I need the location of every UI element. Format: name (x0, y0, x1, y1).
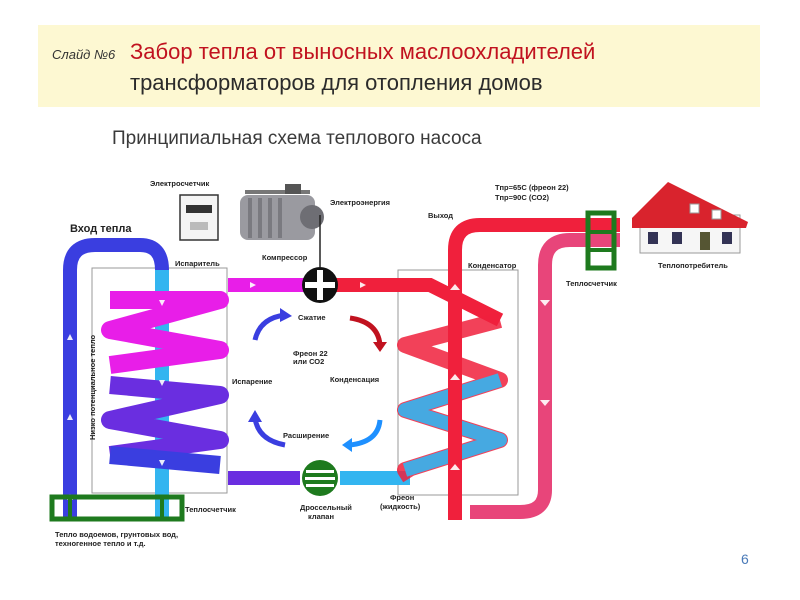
label-throttle-2: клапан (308, 512, 334, 521)
return-pipe (470, 233, 620, 519)
label-output: Выход (428, 211, 453, 220)
label-freon-liquid-2: (жидкость) (380, 502, 421, 511)
electric-meter-icon (179, 194, 219, 241)
title-line-2: трансформаторов для отопления домов (130, 70, 543, 95)
heat-source-pipe (63, 238, 169, 520)
cycle-arrows (248, 308, 387, 452)
label-expansion: Расширение (283, 431, 329, 440)
compressor-motor-icon (240, 184, 324, 240)
label-electricity: Электроэнергия (330, 198, 390, 207)
heat-meter-left-icon (49, 494, 185, 522)
label-condenser: Конденсатор (468, 261, 517, 270)
label-throttle-1: Дроссельный (300, 503, 352, 512)
compressor-valve-icon (302, 267, 338, 303)
label-freon-1: Фреон 22 (293, 349, 328, 358)
discharge-pipe (320, 278, 504, 327)
flow-arrows (67, 282, 550, 500)
label-heat-consumer: Теплопотребитель (658, 261, 728, 270)
label-temp-1: Тпр=65С (фреон 22) (495, 183, 569, 192)
label-condensation: Конденсация (330, 375, 379, 384)
label-compression: Сжатие (298, 313, 326, 322)
slide-number-label: Слайд №6 (52, 47, 116, 62)
label-freon-2: или СО2 (293, 357, 324, 366)
label-compressor: Компрессор (262, 253, 308, 262)
title-line-1: Забор тепла от выносных маслоохладителей (130, 39, 596, 64)
label-heat-meter-right: Теплосчетчик (566, 279, 617, 288)
label-source-2: техногенное тепло и т.д. (55, 539, 146, 548)
page-number: 6 (741, 551, 749, 567)
heat-meter-right-icon (585, 210, 617, 271)
label-low-potential-heat: Низко потенциальное тепло (88, 334, 97, 440)
label-evaporator: Испаритель (175, 259, 220, 268)
label-temp-2: Тпр=90С (СО2) (495, 193, 550, 202)
throttle-valve-icon (302, 460, 338, 496)
supply-pipe (448, 218, 620, 520)
scheme-title: Принципиальная схема теплового насоса (112, 128, 482, 149)
label-heat-meter-left: Теплосчетчик (185, 505, 236, 514)
label-heat-input: Вход тепла (70, 223, 132, 235)
slide-title: Забор тепла от выносных маслоохладителей… (130, 36, 750, 98)
label-freon-liquid-1: Фреон (390, 493, 414, 502)
label-source-1: Тепло водоемов, грунтовых вод, (55, 530, 178, 539)
label-electric-meter: Электросчетчик (150, 179, 210, 188)
house-icon (632, 182, 748, 254)
label-evaporation: Испарение (232, 377, 272, 386)
title-banner (38, 25, 760, 107)
